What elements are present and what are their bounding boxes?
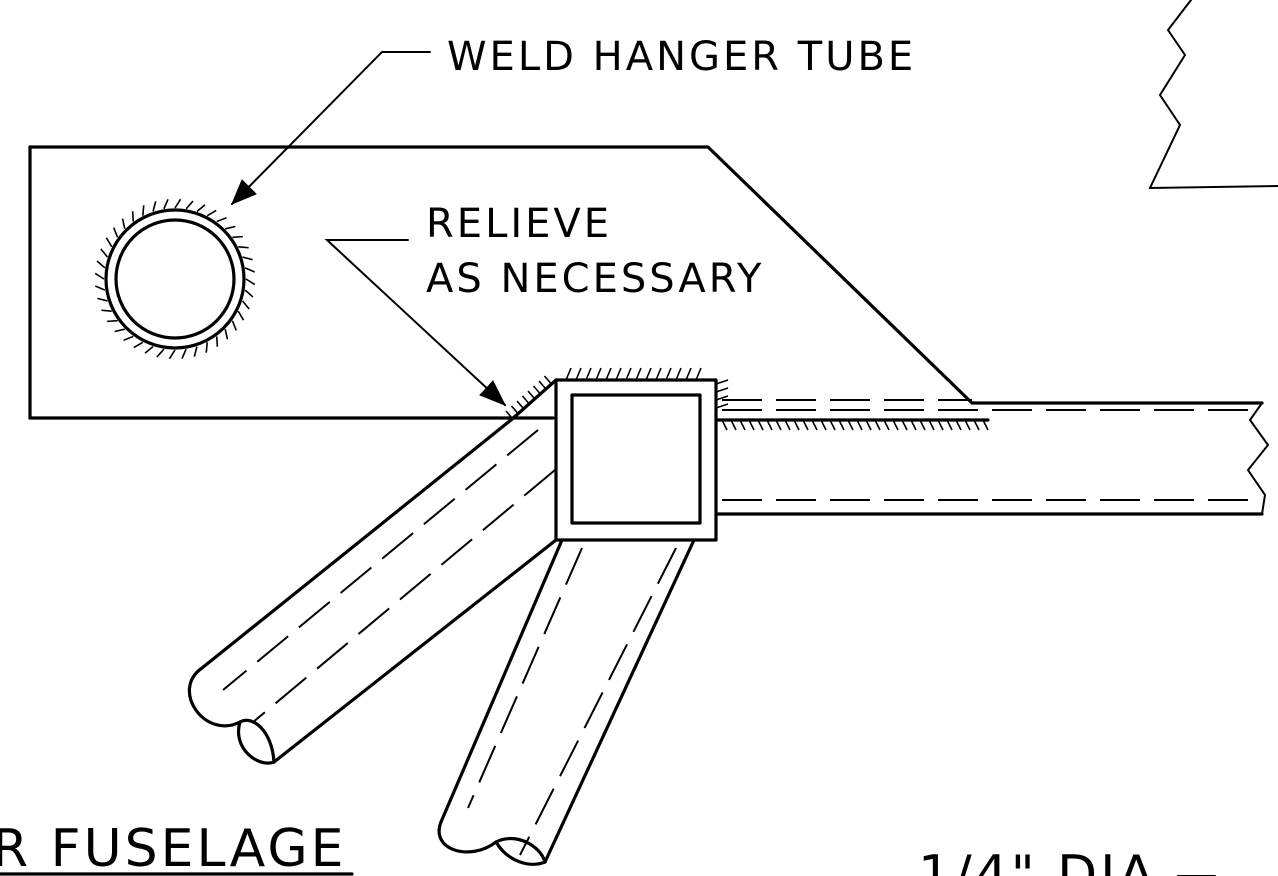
diagonal-tube-left [187, 378, 558, 765]
longeron-weld-bead [721, 419, 989, 431]
square-tube-weld-bead [565, 367, 729, 409]
dimension-label: 1/4" DIA [918, 845, 1157, 876]
square-tube [554, 367, 729, 542]
plate-corner-weld-bead [505, 375, 552, 419]
break-line-upper [1148, 0, 1278, 190]
hanger-tube [94, 198, 256, 360]
leader-weld-hanger-tube [231, 51, 431, 205]
hanger-tube-weld-bead [94, 198, 256, 360]
label-relieve-line2: AS NECESSARY [426, 256, 764, 302]
longeron-tube [714, 399, 1270, 516]
section-title: R FUSELAGE [0, 819, 346, 876]
diagonal-tube-lower [437, 538, 696, 866]
leader-relieve [324, 239, 507, 406]
label-weld-hanger-tube: WELD HANGER TUBE [447, 34, 916, 80]
label-relieve-line1: RELIEVE [426, 201, 612, 247]
